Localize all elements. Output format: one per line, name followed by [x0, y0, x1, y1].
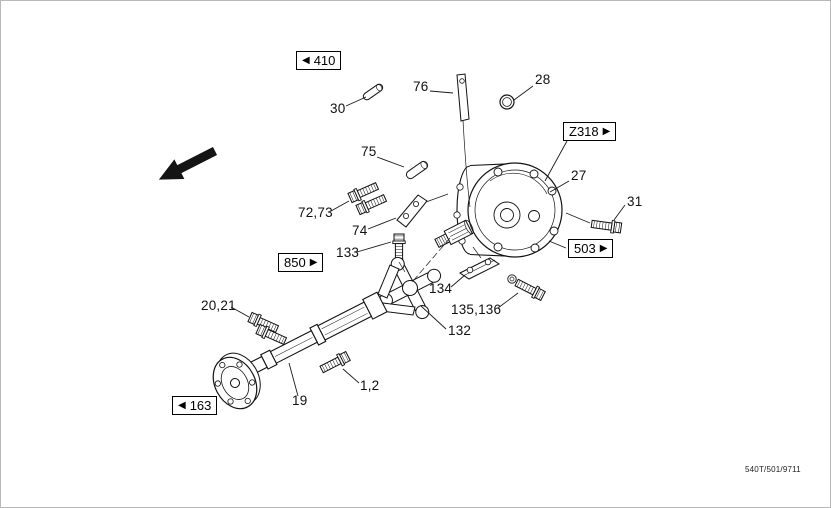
- left-triangle-icon: ◀: [302, 54, 310, 66]
- right-triangle-icon: ▶: [599, 242, 608, 254]
- part-label-74: 74: [352, 223, 368, 238]
- part-label-27: 27: [571, 168, 587, 183]
- part-label-72-73: 72,73: [298, 205, 333, 220]
- washer-135-hole: [509, 276, 515, 282]
- plate-74-part: [396, 194, 428, 228]
- left-triangle-icon: ◀: [178, 399, 186, 411]
- part-label-135-136: 135,136: [451, 302, 502, 317]
- driveshaft-yoke-part: [377, 264, 416, 316]
- ref-box-z318-label: Z318: [569, 124, 599, 139]
- direction-arrow-icon: [158, 146, 218, 180]
- ref-box-410[interactable]: ◀ 410: [296, 51, 342, 70]
- part-label-28: 28: [535, 72, 551, 87]
- roll-pin-30-part: [362, 83, 384, 101]
- leader-lines: [230, 85, 626, 397]
- bracket-134-part: [459, 257, 500, 280]
- bolt-31-part: [590, 217, 623, 235]
- ref-box-503[interactable]: 503 ▶: [568, 239, 614, 258]
- part-label-19: 19: [292, 393, 308, 408]
- part-label-133: 133: [336, 245, 360, 260]
- right-triangle-icon: ▶: [309, 256, 318, 268]
- driveshaft-19-part: [237, 291, 388, 380]
- part-label-76: 76: [413, 79, 429, 94]
- gearbox-housing-part: [453, 162, 563, 258]
- part-label-132: 132: [448, 323, 472, 338]
- ref-box-z318[interactable]: Z318 ▶: [563, 122, 617, 141]
- snap-ring-28-part: [499, 94, 515, 110]
- part-label-31: 31: [627, 194, 643, 209]
- ref-box-503-label: 503: [574, 241, 596, 256]
- ref-box-850[interactable]: 850 ▶: [278, 253, 324, 272]
- ref-box-163-label: 163: [189, 398, 212, 413]
- flange-hub-part: [212, 352, 261, 410]
- part-label-134: 134: [429, 281, 453, 296]
- shim-strip-76-part: [456, 73, 470, 122]
- ref-box-410-label: 410: [313, 53, 336, 68]
- ujoint-cross-132-part: [378, 256, 442, 320]
- right-triangle-icon: ▶: [602, 125, 611, 137]
- part-label-30: 30: [330, 101, 346, 116]
- pin-75-part: [405, 160, 429, 180]
- ref-box-850-label: 850: [284, 255, 306, 270]
- ref-box-163[interactable]: ◀ 163: [172, 396, 218, 415]
- part-label-1-2: 1,2: [360, 378, 380, 393]
- drawing-code: 540T/501/9711: [745, 465, 801, 474]
- bolt-136-part: [513, 276, 547, 303]
- part-label-75: 75: [361, 144, 377, 159]
- part-label-20-21: 20,21: [201, 298, 236, 313]
- gearbox-input-shaft-part: [434, 219, 474, 249]
